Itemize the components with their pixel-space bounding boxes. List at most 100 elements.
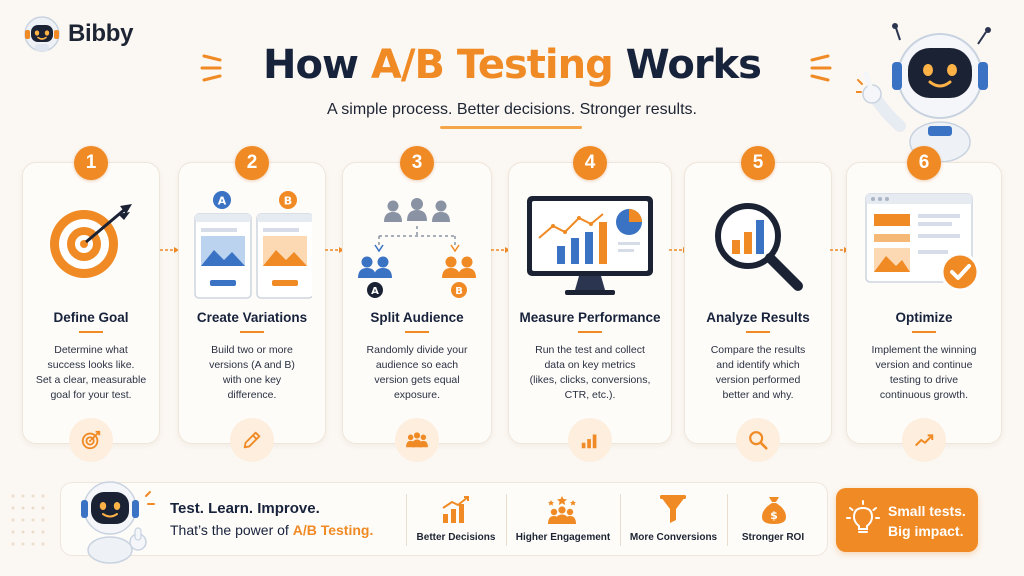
brand-name: Bibby: [68, 20, 134, 47]
svg-text:B: B: [455, 286, 463, 297]
target-with-arrow-illustration: [46, 200, 136, 280]
subtitle: A simple process. Better decisions. Stro…: [327, 101, 697, 118]
svg-text:A: A: [371, 286, 379, 297]
audience-split-illustration: A B: [355, 190, 479, 300]
step-number-badge: 1: [74, 146, 108, 180]
step-description: Compare the results and identify which ver…: [686, 343, 830, 403]
benefit-label-1: Better Decisions: [416, 532, 496, 543]
browser-with-check-illustration: [864, 192, 984, 296]
variant-a-badge: A: [218, 195, 227, 208]
people-icon: [395, 418, 439, 462]
pencil-icon: [230, 418, 274, 462]
step-description-line: Compare the results: [710, 344, 806, 356]
step-description-line: data on key metrics: [544, 359, 636, 371]
step-description-line: Determine what: [54, 344, 128, 356]
step-description: Run the test and collect data on key metr…: [510, 343, 670, 403]
engaged-people-icon: [548, 496, 576, 524]
step-title: Create Variations: [196, 310, 308, 325]
brand: Bibby: [22, 14, 133, 54]
dashed-arrow-connector: [325, 247, 344, 253]
step-description-line: version performed: [715, 374, 801, 386]
step-description-line: exposure.: [393, 389, 441, 401]
step-title-underline: [405, 331, 429, 333]
step-number-badge: 4: [573, 146, 607, 180]
title-part2: Works: [612, 42, 762, 88]
step-description: Randomly divide your audience so each vers…: [344, 343, 490, 403]
step-title-underline: [578, 331, 602, 333]
title-part1: How: [263, 42, 371, 88]
step-description-line: difference.: [227, 389, 277, 401]
step-card-1: [22, 162, 160, 444]
page-title: How A/B Testing Works: [263, 42, 762, 88]
step-title: Split Audience: [370, 310, 464, 325]
step-number-badge: 6: [907, 146, 941, 180]
step-description-line: with one key: [222, 374, 282, 386]
monitor-dashboard-illustration: [525, 194, 655, 298]
step-description-line: (likes, clicks, conversions,: [529, 374, 651, 386]
step-title: Optimize: [895, 310, 953, 325]
banner-title: Test. Learn. Improve.: [170, 500, 320, 517]
sparkle-left-decoration: [200, 54, 222, 82]
dashed-arrow-connector: [160, 247, 179, 253]
cta-line1: Small tests.: [888, 503, 966, 519]
step-title-underline: [240, 331, 264, 333]
cta-line2: Big impact.: [888, 523, 964, 539]
step-description-line: Build two or more: [211, 344, 293, 356]
benefit-label-3: More Conversions: [629, 532, 718, 543]
step-number-badge: 5: [741, 146, 775, 180]
banner-divider: [727, 494, 728, 546]
step-description-line: testing to drive: [889, 374, 959, 386]
dot-pattern-decoration: [11, 494, 45, 546]
step-description-line: audience so each: [375, 359, 459, 371]
step-description-line: version gets equal: [374, 374, 460, 386]
benefit-label-2: Higher Engagement: [515, 532, 611, 543]
step-title-underline: [912, 331, 936, 333]
banner-divider: [406, 494, 407, 546]
step-title: Measure Performance: [519, 310, 661, 325]
step-number-badge: 2: [235, 146, 269, 180]
step-title-underline: [79, 331, 103, 333]
cta-text: Small tests. Big impact.: [888, 501, 966, 541]
sparkle-right-decoration: [810, 54, 832, 82]
lightbulb-icon: [846, 500, 880, 533]
cta-box: [836, 488, 978, 552]
magnifier-icon: [736, 418, 780, 462]
step-description-line: CTR, etc.).: [564, 389, 616, 401]
step-title-underline: [746, 331, 770, 333]
step-description-line: success looks like.: [47, 359, 135, 371]
benefit-label-4: Stronger ROI: [741, 532, 805, 543]
subtitle-underline: [440, 126, 582, 129]
step-description-line: continuous growth.: [879, 389, 969, 401]
robot-mascot-pointing: [856, 23, 991, 163]
funnel-icon: [660, 495, 686, 523]
growth-bars-icon: [442, 496, 469, 523]
step-card-2: [178, 162, 326, 444]
robot-mascot-thumbs-up: [81, 481, 155, 564]
trend-up-icon: [902, 418, 946, 462]
step-description-line: Randomly divide your: [366, 344, 468, 356]
step-description-line: Run the test and collect: [535, 344, 645, 356]
svg-text:$: $: [770, 509, 778, 522]
page-title-wrap: How A/B Testing Works: [0, 42, 1024, 88]
step-description: Build two or more versions (A and B) with …: [180, 343, 324, 403]
step-description-line: and identify which: [716, 359, 800, 371]
step-description: Determine what success looks like. Set a c…: [24, 343, 158, 403]
dashed-arrow-connector: [491, 247, 510, 253]
bar-chart-icon: [568, 418, 612, 462]
banner-divider: [506, 494, 507, 546]
magnifier-chart-illustration: [708, 196, 808, 296]
step-description-line: versions (A and B): [209, 359, 295, 371]
step-description-line: Set a clear, measurable: [35, 374, 147, 386]
step-description-line: version and continue: [875, 359, 973, 371]
banner-divider: [620, 494, 621, 546]
money-bag-icon: $: [762, 497, 786, 524]
step-number-badge: 3: [400, 146, 434, 180]
step-title: Define Goal: [53, 310, 129, 325]
step-description-line: goal for your test.: [50, 389, 132, 401]
variant-b-badge: B: [284, 195, 292, 208]
title-accent: A/B Testing: [370, 42, 614, 88]
step-description: Implement the winning version and continu…: [848, 343, 1000, 403]
banner-sub-prefix: That’s the power of: [170, 522, 293, 538]
banner-sub-accent: A/B Testing.: [292, 522, 374, 538]
step-description-line: Implement the winning: [871, 344, 977, 356]
